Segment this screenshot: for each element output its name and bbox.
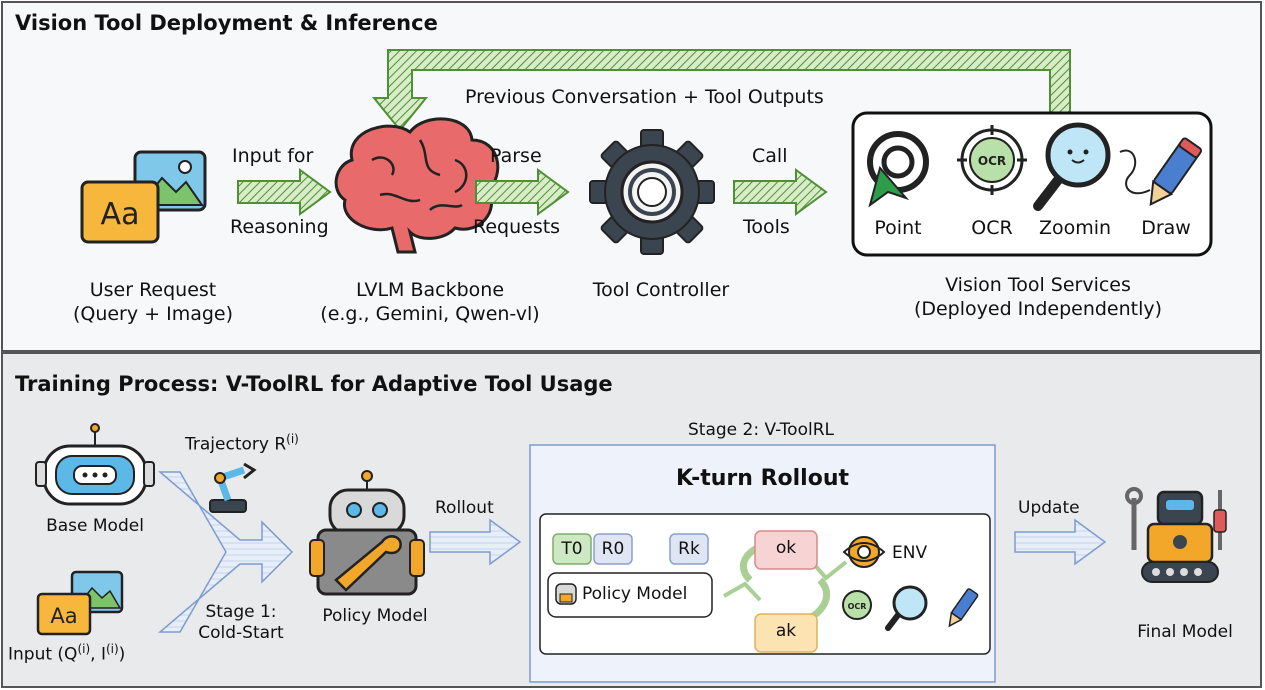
- tool-controller-gear-icon: [589, 129, 715, 255]
- input-image-icon: Aa: [36, 570, 124, 636]
- ocr-badge-text: OCR: [978, 154, 1006, 168]
- user-request-icon: Aa: [80, 150, 207, 244]
- trajectory-text: Trajectory R: [185, 434, 287, 455]
- inner-policy-robot-icon: [555, 583, 577, 605]
- tool-draw-label: Draw: [1141, 217, 1191, 239]
- call-tools-arrow: [733, 168, 828, 216]
- arrow2-bottom-label: Requests: [473, 216, 561, 238]
- input-mid: , I: [90, 644, 106, 665]
- feedback-loop-arrow: [371, 49, 1071, 132]
- final-model-label: Final Model: [1137, 622, 1233, 642]
- t0-label: T0: [561, 539, 583, 559]
- robot-arm-icon: [209, 462, 257, 513]
- backbone-label: LVLM Backbone (e.g., Gemini, Qwen-vl): [320, 279, 540, 325]
- env-ocr-text: OCR: [848, 602, 867, 611]
- env-draw-icon: [948, 588, 979, 628]
- ok-box: [754, 530, 818, 570]
- arrow2-top-label: Parse: [490, 145, 542, 167]
- input-text: Input (Q: [8, 644, 78, 665]
- update-label: Update: [1018, 498, 1080, 518]
- env-ocr-icon: OCR: [842, 590, 872, 620]
- arrow3-top-label: Call: [752, 145, 788, 167]
- env-eye-gear-icon: [842, 536, 886, 568]
- env-label: ENV: [892, 543, 928, 563]
- deployment-title: Vision Tool Deployment & Inference: [15, 11, 438, 35]
- base-model-robot-icon: [35, 423, 155, 506]
- kturn-title: K-turn Rollout: [675, 466, 850, 491]
- final-model-robot-icon: [1125, 487, 1227, 583]
- env-zoom-icon: [885, 585, 928, 631]
- feedback-label: Previous Conversation + Tool Outputs: [465, 86, 824, 108]
- training-title: Training Process: V-ToolRL for Adaptive …: [15, 372, 613, 396]
- ak-label: ak: [775, 621, 797, 641]
- update-arrow: [1014, 518, 1107, 566]
- t0-box: [552, 533, 592, 565]
- input-reasoning-arrow: [237, 168, 332, 216]
- ocr-tool-icon: OCR: [957, 125, 1027, 195]
- brain-icon: [334, 117, 500, 254]
- user-request-label: User Request (Query + Image): [72, 279, 234, 325]
- inner-policy-box: [547, 572, 713, 618]
- input-label: Input (Q(i), I(i)): [8, 642, 125, 666]
- r0-box: [593, 533, 633, 565]
- inner-policy-label: Policy Model: [582, 584, 688, 604]
- arrow1-top-label: Input for: [232, 145, 314, 167]
- input-sup1: (i): [77, 642, 91, 656]
- arrow1-bottom-label: Reasoning: [230, 216, 329, 238]
- parse-requests-arrow: [475, 168, 570, 216]
- zoomin-tool-icon: [1033, 122, 1111, 211]
- aa-glyph: Aa: [101, 197, 140, 232]
- stage1-label: Stage 1: Cold-Start: [198, 602, 284, 644]
- trajectory-sup: (i): [286, 432, 299, 446]
- tool-services-box: [851, 111, 1213, 257]
- rk-label: Rk: [678, 539, 700, 559]
- stage2-label: Stage 2: V-ToolRL: [688, 420, 834, 440]
- base-model-label: Base Model: [46, 516, 144, 536]
- tool-point-label: Point: [874, 217, 922, 239]
- ok-label: ok: [775, 538, 797, 558]
- controller-label: Tool Controller: [592, 279, 730, 301]
- policy-model-label: Policy Model: [322, 606, 428, 626]
- rollout-arrow: [429, 518, 522, 566]
- trajectory-label: Trajectory R(i): [185, 432, 299, 456]
- tool-zoomin-label: Zoomin: [1038, 217, 1112, 239]
- rollout-label: Rollout: [435, 498, 494, 518]
- services-label: Vision Tool Services (Deployed Independe…: [913, 274, 1163, 320]
- point-tool-icon: [867, 131, 929, 208]
- arrow3-bottom-label: Tools: [743, 216, 790, 238]
- policy-model-robot-icon: [309, 470, 425, 596]
- input-end: ): [118, 644, 126, 665]
- tool-ocr-label: OCR: [971, 217, 1013, 239]
- input-aa-glyph: Aa: [50, 604, 77, 628]
- ak-box: [754, 613, 818, 653]
- draw-tool-icon: [1119, 137, 1203, 206]
- rk-box: [669, 533, 709, 565]
- input-sup2: (i): [105, 642, 119, 656]
- merge-chevron-arrow: [157, 471, 294, 633]
- r0-label: R0: [601, 539, 625, 559]
